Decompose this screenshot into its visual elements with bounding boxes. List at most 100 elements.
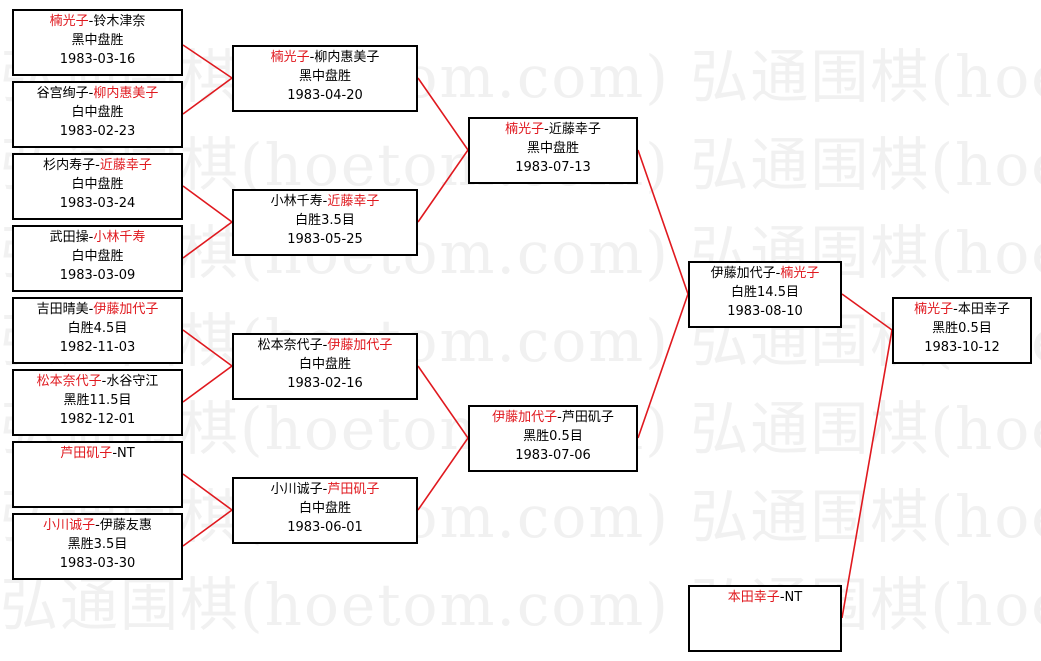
players-line: 小林千寿-近藤幸子: [270, 194, 380, 209]
player-name: 小川诚子: [270, 482, 323, 497]
date-text: 1983-02-23: [59, 124, 136, 139]
date-text: 1983-03-16: [59, 52, 136, 67]
match-box: 楠光子-本田幸子 黑胜0.5目 1983-10-12: [892, 297, 1032, 364]
winner-name: 伊藤加代子: [93, 302, 159, 317]
player-name: 伊藤友惠: [99, 518, 152, 533]
winner-name: 楠光子: [270, 50, 310, 65]
date-text: 1983-07-06: [515, 448, 591, 463]
player-name: 本田幸子: [957, 302, 1010, 317]
players-line: 楠光子-近藤幸子: [505, 122, 601, 137]
result-text: 白中盘胜: [71, 249, 124, 264]
match-box: 松本奈代子-水谷守江 黑胜11.5目 1982-12-01: [12, 369, 183, 436]
player-name: 小林千寿: [270, 194, 323, 209]
date-text: 1983-08-10: [727, 304, 803, 319]
result-text: 黑中盘胜: [298, 69, 351, 84]
connector-line: [637, 149, 689, 439]
winner-name: 小川诚子: [43, 518, 96, 533]
result-text: 白中盘胜: [71, 177, 124, 192]
players-line: 本田幸子-NT: [727, 590, 803, 605]
match-box: 伊藤加代子-楠光子 白胜14.5目 1983-08-10: [688, 261, 842, 328]
connector-line: [182, 329, 234, 403]
connector-line: [417, 365, 469, 511]
date-text: 1983-03-09: [59, 268, 136, 283]
match-box: 杉内寿子-近藤幸子 白中盘胜 1983-03-24: [12, 153, 183, 220]
players-line: 松本奈代子-伊藤加代子: [257, 338, 393, 353]
winner-name: 松本奈代子: [36, 374, 102, 389]
result-text: 白中盘胜: [298, 357, 351, 372]
winner-name: 楠光子: [914, 302, 954, 317]
players-line: 楠光子-本田幸子: [914, 302, 1010, 317]
players-line: 小川诚子-芦田矶子: [270, 482, 380, 497]
player-name: 吉田晴美: [36, 302, 89, 317]
match-box: 武田操-小林千寿 白中盘胜 1983-03-09: [12, 225, 183, 292]
date-text: 1983-03-24: [59, 196, 136, 211]
player-name: 近藤幸子: [548, 122, 601, 137]
players-line: 吉田晴美-伊藤加代子: [36, 302, 159, 317]
connector-line: [182, 44, 234, 115]
winner-name: 本田幸子: [727, 590, 780, 605]
result-text: 黑中盘胜: [526, 141, 579, 156]
winner-name: 小林千寿: [93, 230, 146, 245]
players-line: 楠光子-柳内惠美子: [270, 50, 380, 65]
player-name: 芦田矶子: [561, 410, 614, 425]
match-box: 楠光子-铃木津奈 黑中盘胜 1983-03-16: [12, 9, 183, 76]
player-name: 谷宫绚子: [36, 86, 89, 101]
match-box: 小林千寿-近藤幸子 白胜3.5目 1983-05-25: [232, 189, 418, 256]
date-text: 1982-12-01: [59, 412, 136, 427]
player-name: 柳内惠美子: [314, 50, 380, 65]
players-line: 松本奈代子-水谷守江: [36, 374, 159, 389]
winner-name: 楠光子: [49, 14, 89, 29]
players-line: 楠光子-铃木津奈: [49, 14, 146, 29]
winner-name: 近藤幸子: [327, 194, 380, 209]
date-text: 1983-07-13: [515, 160, 591, 175]
winner-name: 楠光子: [505, 122, 545, 137]
winner-name: 近藤幸子: [99, 158, 152, 173]
players-line: 芦田矶子-NT: [60, 446, 135, 461]
match-box: 楠光子-近藤幸子 黑中盘胜 1983-07-13: [468, 117, 638, 184]
player-name: 伊藤加代子: [710, 266, 776, 281]
date-text: 1983-04-20: [287, 88, 363, 103]
match-box: 吉田晴美-伊藤加代子 白胜4.5目 1982-11-03: [12, 297, 183, 364]
match-box: 小川诚子-伊藤友惠 黑胜3.5目 1983-03-30: [12, 513, 183, 580]
date-text: 1983-10-12: [924, 340, 1000, 355]
result-text: 白中盘胜: [71, 105, 124, 120]
date-text: 1982-11-03: [59, 340, 136, 355]
connector-line: [182, 473, 234, 547]
players-line: 杉内寿子-近藤幸子: [43, 158, 152, 173]
winner-name: 芦田矶子: [60, 446, 113, 461]
result-text: 白中盘胜: [298, 501, 351, 516]
player-name: NT: [117, 446, 135, 461]
winner-name: 伊藤加代子: [327, 338, 393, 353]
players-line: 伊藤加代子-芦田矶子: [492, 410, 614, 425]
result-text: 黑胜0.5目: [932, 321, 992, 336]
player-name: 铃木津奈: [93, 14, 146, 29]
result-text: 白胜3.5目: [295, 213, 355, 228]
date-text: 1983-02-16: [287, 376, 363, 391]
player-name: 松本奈代子: [257, 338, 323, 353]
match-box: 本田幸子-NT: [688, 585, 842, 652]
result-text: 白胜4.5目: [67, 321, 128, 336]
winner-name: 伊藤加代子: [492, 410, 558, 425]
connector-line: [841, 293, 893, 619]
match-box: 楠光子-柳内惠美子 黑中盘胜 1983-04-20: [232, 45, 418, 112]
players-line: 武田操-小林千寿: [49, 230, 146, 245]
date-text: 1983-03-30: [59, 556, 136, 571]
players-line: 伊藤加代子-楠光子: [710, 266, 820, 281]
match-box: 松本奈代子-伊藤加代子 白中盘胜 1983-02-16: [232, 333, 418, 400]
player-name: 武田操: [49, 230, 89, 245]
match-box: 芦田矶子-NT: [12, 441, 183, 508]
winner-name: 柳内惠美子: [93, 86, 159, 101]
match-box: 伊藤加代子-芦田矶子 黑胜0.5目 1983-07-06: [468, 405, 638, 472]
result-text: 黑胜11.5目: [63, 393, 132, 408]
date-text: 1983-05-25: [287, 232, 363, 247]
result-text: 白胜14.5目: [731, 285, 799, 300]
player-name: 杉内寿子: [43, 158, 96, 173]
players-line: 小川诚子-伊藤友惠: [43, 518, 152, 533]
connector-line: [182, 185, 234, 259]
result-text: 黑胜3.5目: [67, 537, 128, 552]
player-name: 水谷守江: [106, 374, 159, 389]
players-line: 谷宫绚子-柳内惠美子: [36, 86, 159, 101]
result-text: 黑胜0.5目: [523, 429, 583, 444]
result-text: 黑中盘胜: [71, 33, 124, 48]
date-text: 1983-06-01: [287, 520, 363, 535]
